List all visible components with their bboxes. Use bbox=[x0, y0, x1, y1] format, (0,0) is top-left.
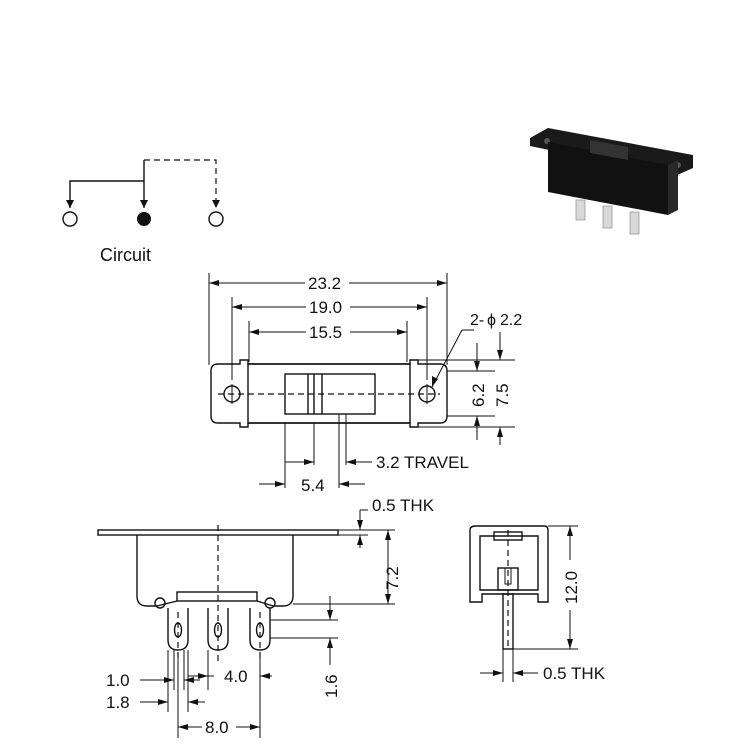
dim-side-height: 12.0 bbox=[562, 571, 581, 604]
side-view: 12.0 0.5 THK bbox=[469, 525, 606, 683]
dim-overall-length: 23.2 bbox=[308, 274, 341, 293]
front-view: 0.5 THK 7.2 1.6 1.0 bbox=[97, 496, 435, 738]
dim-body-length: 15.5 bbox=[309, 323, 342, 342]
dim-hole-count: 2- bbox=[470, 312, 484, 329]
top-view: 23.2 19.0 15.5 2- ϕ 2.2 bbox=[208, 272, 522, 495]
dim-pin-length: 1.6 bbox=[322, 674, 341, 698]
dim-pin-pitch: 4.0 bbox=[224, 667, 248, 686]
circuit-label: Circuit bbox=[100, 245, 151, 265]
dim-knob-length: 5.4 bbox=[301, 476, 325, 495]
dim-width-outer: 7.5 bbox=[493, 383, 512, 407]
dim-hole-phi: ϕ bbox=[487, 312, 496, 329]
dim-hole-dia: 2.2 bbox=[500, 312, 522, 329]
dim-travel: 3.2 TRAVEL bbox=[376, 453, 469, 472]
dim-pin-span: 8.0 bbox=[205, 718, 229, 737]
dim-mount-spacing: 19.0 bbox=[309, 298, 342, 317]
circuit-diagram: Circuit bbox=[62, 159, 224, 265]
dim-pin-gap: 1.8 bbox=[106, 693, 130, 712]
dim-width-inner: 6.2 bbox=[469, 383, 488, 407]
dim-pin-width: 1.0 bbox=[106, 671, 130, 690]
dim-pin-thk: 0.5 THK bbox=[543, 664, 606, 683]
dim-flange-thk: 0.5 THK bbox=[372, 496, 435, 515]
switch-photo bbox=[530, 128, 693, 235]
dim-body-height: 7.2 bbox=[383, 566, 402, 590]
